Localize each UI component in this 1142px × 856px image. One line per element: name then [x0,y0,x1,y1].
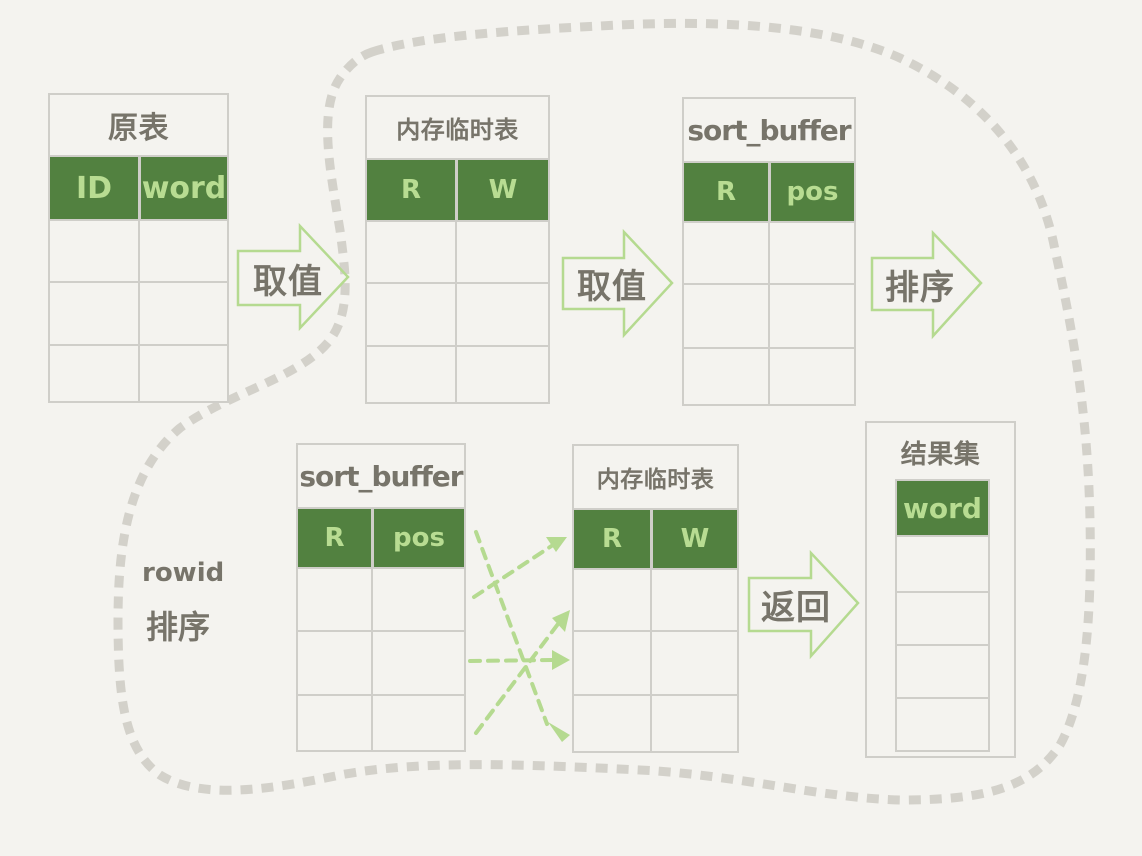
table-row [897,697,988,750]
table-cell [50,283,138,344]
table-row [298,630,464,694]
table-row [574,694,737,753]
table-cell [684,349,768,406]
table-row [50,344,227,403]
table-cell [455,347,548,404]
table-row [367,345,548,404]
column-header-r: R [400,175,422,205]
table-cell [298,632,371,694]
table-cell [574,696,650,753]
table-row [684,219,854,283]
table-row [897,535,988,591]
table-cell [650,632,737,694]
table-cell [298,696,371,752]
source-table-title: 原表 [108,111,169,146]
table-cell [455,284,548,345]
table-row [574,630,737,694]
fetch-arrow-2-label: 取值 [577,267,647,307]
column-header-w: W [455,160,548,220]
column-header-word: word [138,157,227,219]
table-row [298,565,464,630]
fetch-arrow-1-shape [236,222,350,332]
table-row [897,591,988,644]
table-cell [371,632,464,694]
table-cell [650,696,737,753]
table-cell [768,285,854,347]
result-set-title: 结果集 [900,439,981,470]
table-row [298,694,464,752]
table-cell [768,349,854,406]
memory-temp-table-top-header: R W [367,158,548,222]
table-cell [897,646,988,697]
table-cell [455,218,548,282]
table-cell [371,565,464,630]
column-header-w: W [650,510,737,568]
table-row [897,644,988,697]
column-header-pos: pos [768,163,854,221]
table-row [574,566,737,630]
table-cell [768,219,854,283]
table-cell [50,217,138,281]
memory-temp-table-bottom-title: 内存临时表 [596,467,715,493]
rowid-sort-note-line1: rowid [142,558,225,588]
table-cell [897,699,988,750]
sort-buffer-table-bottom: sort_buffer R pos [296,443,466,752]
table-cell [138,346,227,403]
table-cell [367,218,455,282]
table-cell [650,566,737,630]
table-row [684,283,854,347]
table-cell [138,217,227,281]
source-table-header: ID word [50,155,227,221]
table-cell [367,347,455,404]
table-cell [50,346,138,403]
fetch-arrow-2-shape [561,228,674,339]
column-header-id: ID [75,170,113,206]
sort-arrow-shape [870,229,983,340]
column-header-word: word [903,491,982,525]
table-row [684,347,854,406]
column-header-r: R [324,523,345,553]
sort-buffer-table-top: sort_buffer R pos [682,97,856,406]
sort-arrow-label: 排序 [885,267,955,308]
result-set-header: word [897,481,988,537]
table-cell [298,565,371,630]
table-cell [574,632,650,694]
table-cell [371,696,464,752]
rowid-sort-note-line2: 排序 [146,608,211,646]
mapping-arrowheads [546,537,570,742]
memory-temp-table-bottom: 内存临时表 R W [572,444,739,753]
sort-buffer-table-bottom-title: sort_buffer [299,459,463,493]
table-cell [138,283,227,344]
column-header-pos: pos [371,509,464,567]
column-header-r: R [715,177,737,207]
rowid-mapping-arrows [468,530,563,735]
sort-buffer-table-top-header: R pos [684,161,854,223]
sort-buffer-table-bottom-header: R pos [298,507,464,569]
column-header-r: R [601,524,623,554]
return-arrow-shape [747,549,860,660]
sort-buffer-table-top-title: sort_buffer [687,113,851,147]
memory-temp-table-bottom-header: R W [574,508,737,570]
table-cell [897,535,988,591]
table-row [367,218,548,282]
source-table: 原表 ID word [48,93,229,403]
table-row [50,281,227,344]
fetch-arrow-1-label: 取值 [253,261,323,302]
table-cell [574,566,650,630]
result-set-table: word [895,479,990,752]
table-cell [367,284,455,345]
table-cell [897,593,988,644]
table-row [367,282,548,345]
memory-temp-table-top-title: 内存临时表 [396,116,519,144]
table-cell [684,219,768,283]
memory-temp-table-top: 内存临时表 R W [365,95,550,404]
memory-boundary-dashed-outline [113,18,1095,805]
table-row [50,217,227,281]
return-arrow-label: 返回 [761,588,831,628]
table-cell [684,285,768,347]
